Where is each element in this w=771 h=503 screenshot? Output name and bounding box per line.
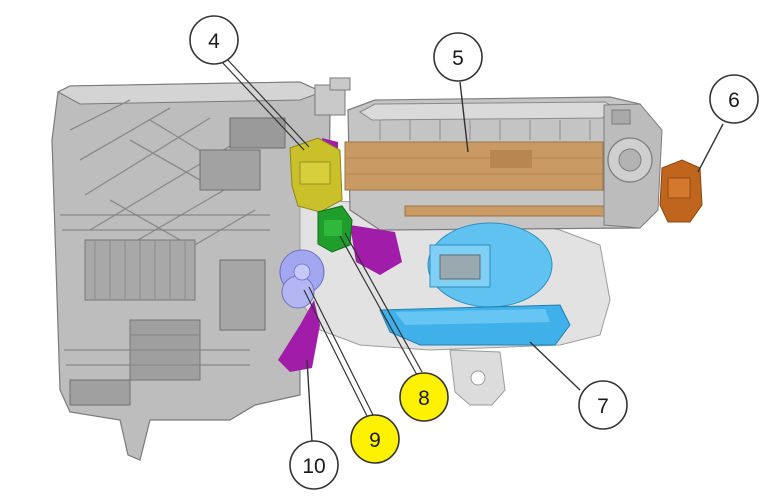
callout-7: 7 [578, 380, 628, 430]
leader-9-a [303, 289, 369, 419]
leader-5 [459, 81, 469, 153]
component-5-box [344, 96, 663, 231]
leader-7 [529, 341, 581, 391]
leader-6 [697, 123, 724, 173]
callout-5-label: 5 [452, 47, 464, 70]
callout-6-label: 6 [728, 89, 740, 112]
callout-10-circle [289, 440, 339, 490]
callout-5: 5 [433, 32, 483, 82]
callout-8-circle [399, 372, 449, 422]
leader-4-b [225, 57, 310, 148]
component-7-blower [379, 222, 571, 346]
component-6-actuator [659, 159, 703, 223]
callout-7-circle [578, 380, 628, 430]
leader-8-a [339, 235, 418, 376]
callout-6-circle [709, 74, 759, 124]
callout-8: 8 [399, 372, 449, 422]
leader-8-b [344, 232, 423, 373]
callout-9-circle [350, 414, 400, 464]
callout-4-label: 4 [208, 30, 220, 53]
callout-4: 4 [189, 15, 239, 65]
callout-10-label: 10 [302, 455, 325, 478]
leader-10 [306, 359, 313, 443]
component-4-actuator [289, 137, 343, 213]
leader-4-a [220, 60, 305, 151]
callout-4-circle [189, 15, 239, 65]
hvac-housing [51, 77, 351, 461]
callout-8-label: 8 [418, 387, 430, 410]
callout-9: 9 [350, 414, 400, 464]
callout-5-circle [433, 32, 483, 82]
leader-9-b [308, 286, 374, 416]
callout-7-label: 7 [597, 395, 609, 418]
callout-6: 6 [709, 74, 759, 124]
component-8-actuator [317, 205, 353, 253]
callout-9-label: 9 [369, 429, 381, 452]
leader-lines [220, 57, 724, 443]
callout-10: 10 [289, 440, 339, 490]
component-9-actuator [279, 249, 325, 309]
